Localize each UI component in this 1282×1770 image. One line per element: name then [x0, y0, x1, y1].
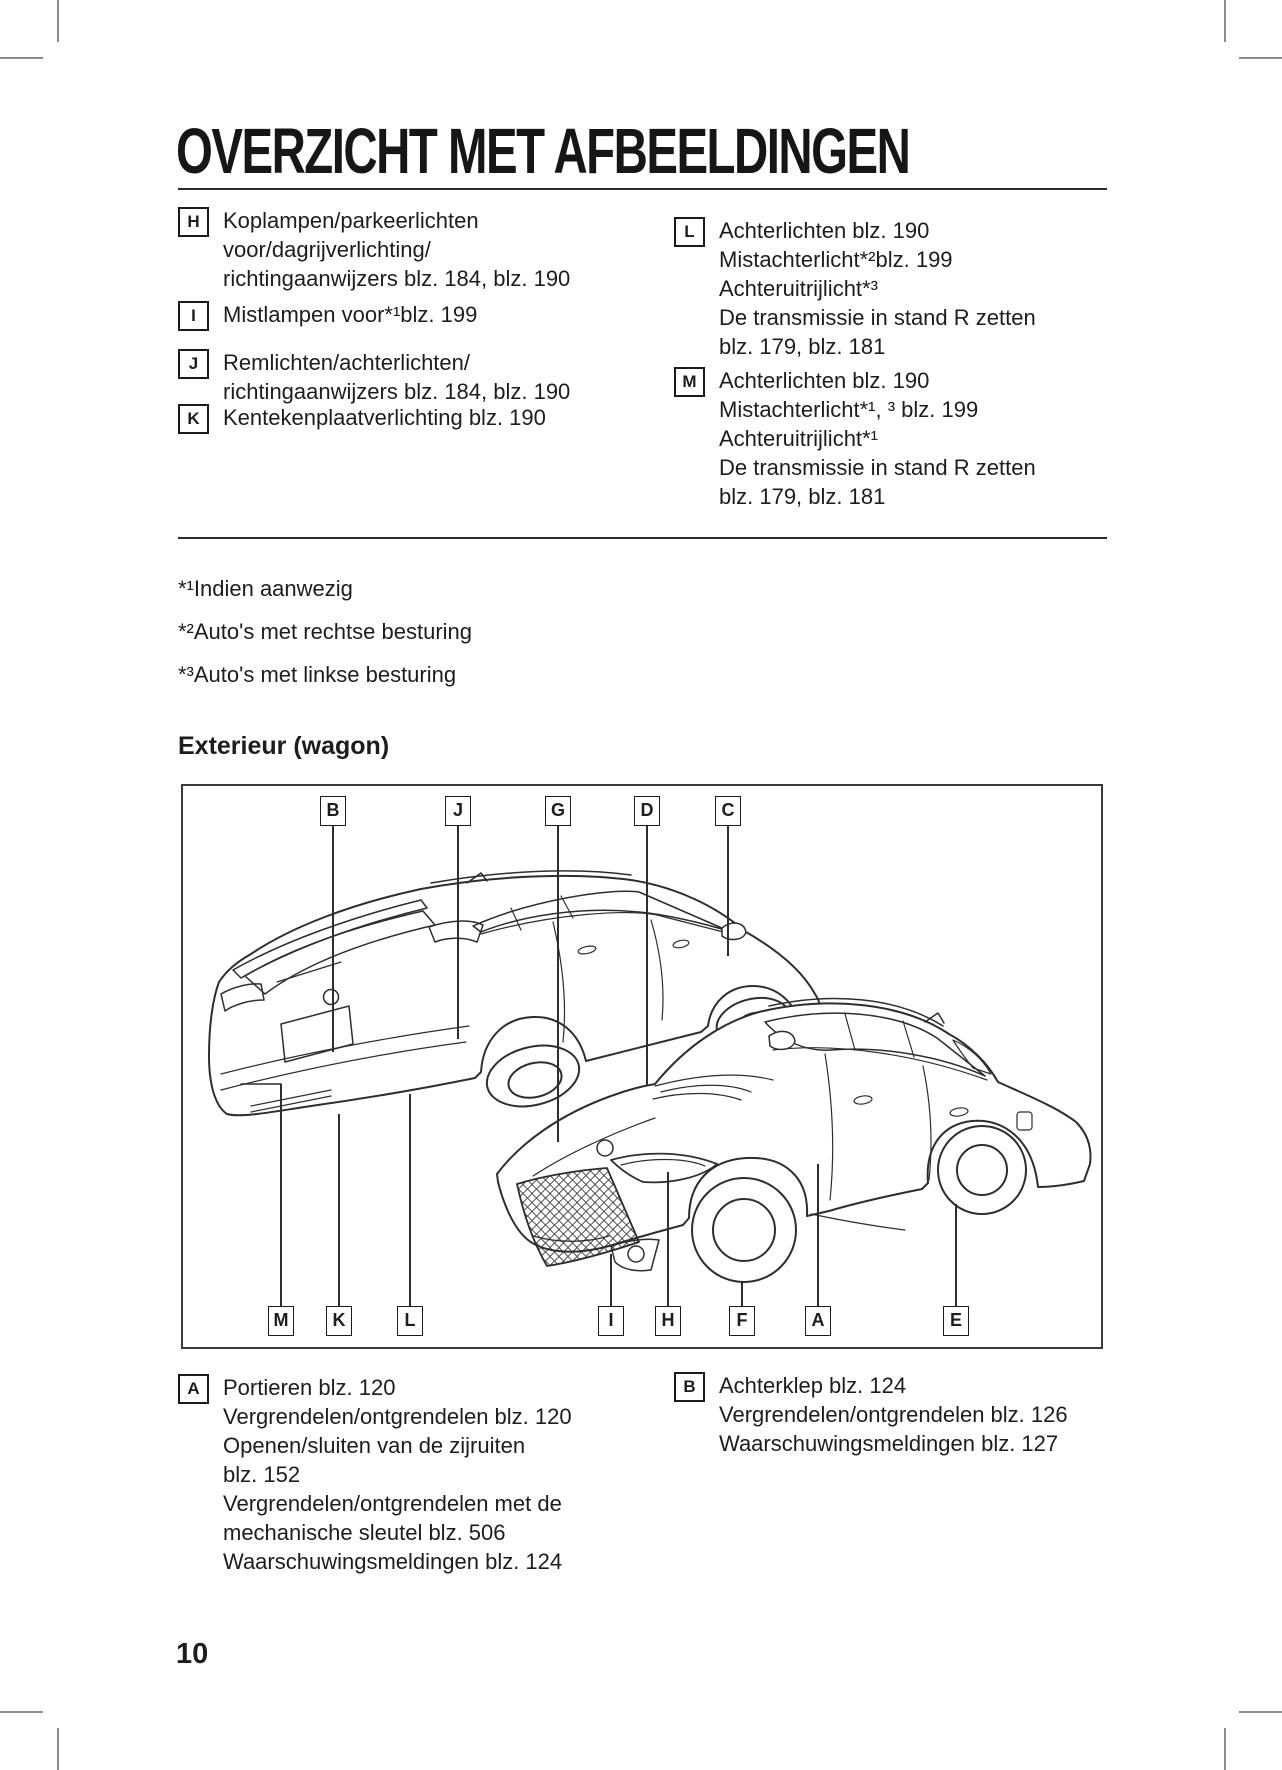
callout-I: I [598, 1306, 624, 1336]
legend-line: Koplampen/parkeerlichten [223, 208, 479, 233]
legend-line: Vergrendelen/ontgrendelen blz. 120 [223, 1404, 572, 1429]
divider-middle [178, 537, 1107, 539]
page-number: 10 [176, 1638, 209, 1670]
legend-key-L: L [674, 217, 705, 247]
crop-mark-top-left-v [57, 0, 59, 42]
legend-item-I: I Mistlampen voor*¹blz. 199 [178, 300, 477, 331]
crop-mark-bottom-right-v [1224, 1728, 1226, 1770]
leader-line-K [338, 1114, 340, 1306]
leader-line-H [667, 1172, 669, 1306]
crop-mark-bottom-left-v [57, 1728, 59, 1770]
legend-line: blz. 179, blz. 181 [719, 484, 886, 509]
section-heading: Exterieur (wagon) [178, 732, 390, 760]
crop-mark-top-left-h [0, 57, 43, 59]
divider-top [178, 188, 1107, 190]
legend-line: Waarschuwingsmeldingen blz. 127 [719, 1431, 1059, 1456]
callout-G: G [545, 796, 571, 826]
legend-line: richtingaanwijzers blz. 184, blz. 190 [223, 379, 571, 404]
legend-line: De transmissie in stand R zetten [719, 305, 1036, 330]
footnote-2: *²Auto's met rechtse besturing [178, 619, 473, 644]
callout-A: A [805, 1306, 831, 1336]
legend-line: Achteruitrijlicht*¹ [719, 426, 878, 451]
crop-mark-bottom-right-h [1239, 1711, 1282, 1713]
legend-key-I: I [178, 301, 209, 331]
crop-mark-top-right-v [1224, 0, 1226, 42]
callout-D: D [634, 796, 660, 826]
legend-key-H: H [178, 207, 209, 237]
leader-line-M [280, 1084, 282, 1306]
leader-line-D [646, 826, 648, 1086]
legend-line: richtingaanwijzers blz. 184, blz. 190 [223, 266, 571, 291]
legend-text-K: Kentekenplaatverlichting blz. 190 [223, 403, 546, 432]
legend-line: Achterklep blz. 124 [719, 1373, 907, 1398]
callout-F: F [729, 1306, 755, 1336]
callout-J: J [445, 796, 471, 826]
legend-line: mechanische sleutel blz. 506 [223, 1520, 506, 1545]
leader-line-C [727, 826, 729, 956]
leader-line-L [409, 1094, 411, 1306]
callout-L: L [397, 1306, 423, 1336]
leader-line-B [332, 826, 334, 1052]
legend-item-J: J Remlichten/achterlichten/richtingaanwij… [178, 348, 570, 406]
legend-line: voor/dagrijverlichting/ [223, 237, 431, 262]
legend-text-J: Remlichten/achterlichten/richtingaanwijz… [223, 348, 570, 406]
leader-line-G [557, 826, 559, 1142]
legend-line: Remlichten/achterlichten/ [223, 350, 471, 375]
legend-line: blz. 179, blz. 181 [719, 334, 886, 359]
legend-line: Achterlichten blz. 190 [719, 218, 930, 243]
callout-C: C [715, 796, 741, 826]
legend-key-J: J [178, 349, 209, 379]
legend-text-I: Mistlampen voor*¹blz. 199 [223, 300, 477, 329]
front-car [496, 997, 1092, 1283]
callout-M: M [268, 1306, 294, 1336]
callout-H: H [655, 1306, 681, 1336]
callout-K: K [326, 1306, 352, 1336]
footnote-3: *³Auto's met linkse besturing [178, 662, 457, 687]
legend-line: Mistachterlicht*²blz. 199 [719, 247, 953, 272]
leader-line-F [741, 1282, 743, 1306]
crop-mark-top-right-h [1239, 57, 1282, 59]
legend-line: Achteruitrijlicht*³ [719, 276, 878, 301]
legend-line: Waarschuwingsmeldingen blz. 124 [223, 1549, 563, 1574]
crop-mark-bottom-left-h [0, 1711, 43, 1713]
legend-line: Mistachterlicht*¹, ³ blz. 199 [719, 397, 979, 422]
legend-item-K: K Kentekenplaatverlichting blz. 190 [178, 403, 546, 434]
leader-line-E [955, 1204, 957, 1306]
legend-line: Openen/sluiten van de zijruiten [223, 1433, 526, 1458]
legend-line: Achterlichten blz. 190 [719, 368, 930, 393]
legend-key-A: A [178, 1374, 209, 1404]
legend-key-B: B [674, 1372, 705, 1402]
legend-key-M: M [674, 367, 705, 397]
car-illustration [208, 870, 1092, 1283]
legend-line: blz. 152 [223, 1462, 301, 1487]
leader-line-A [817, 1164, 819, 1306]
legend-line: De transmissie in stand R zetten [719, 455, 1036, 480]
footnote-1: *¹Indien aanwezig [178, 576, 353, 601]
legend-item-H: H Koplampen/parkeerlichten voor/dagrijverl… [178, 206, 570, 293]
legend-line: Portieren blz. 120 [223, 1375, 396, 1400]
legend-line: Kentekenplaatverlichting blz. 190 [223, 405, 546, 430]
legend-text-H: Koplampen/parkeerlichten voor/dagrijverli… [223, 206, 570, 293]
leader-line-I [610, 1254, 612, 1306]
callout-E: E [943, 1306, 969, 1336]
leader-line-J [457, 826, 459, 1039]
legend-line: Vergrendelen/ontgrendelen blz. 126 [719, 1402, 1068, 1427]
legend-line: Vergrendelen/ontgrendelen met de [223, 1491, 562, 1516]
legend-key-K: K [178, 404, 209, 434]
callout-B: B [320, 796, 346, 826]
legend-line: Mistlampen voor*¹blz. 199 [223, 302, 478, 327]
page-title: OVERZICHT MET AFBEELDINGEN [176, 115, 911, 187]
